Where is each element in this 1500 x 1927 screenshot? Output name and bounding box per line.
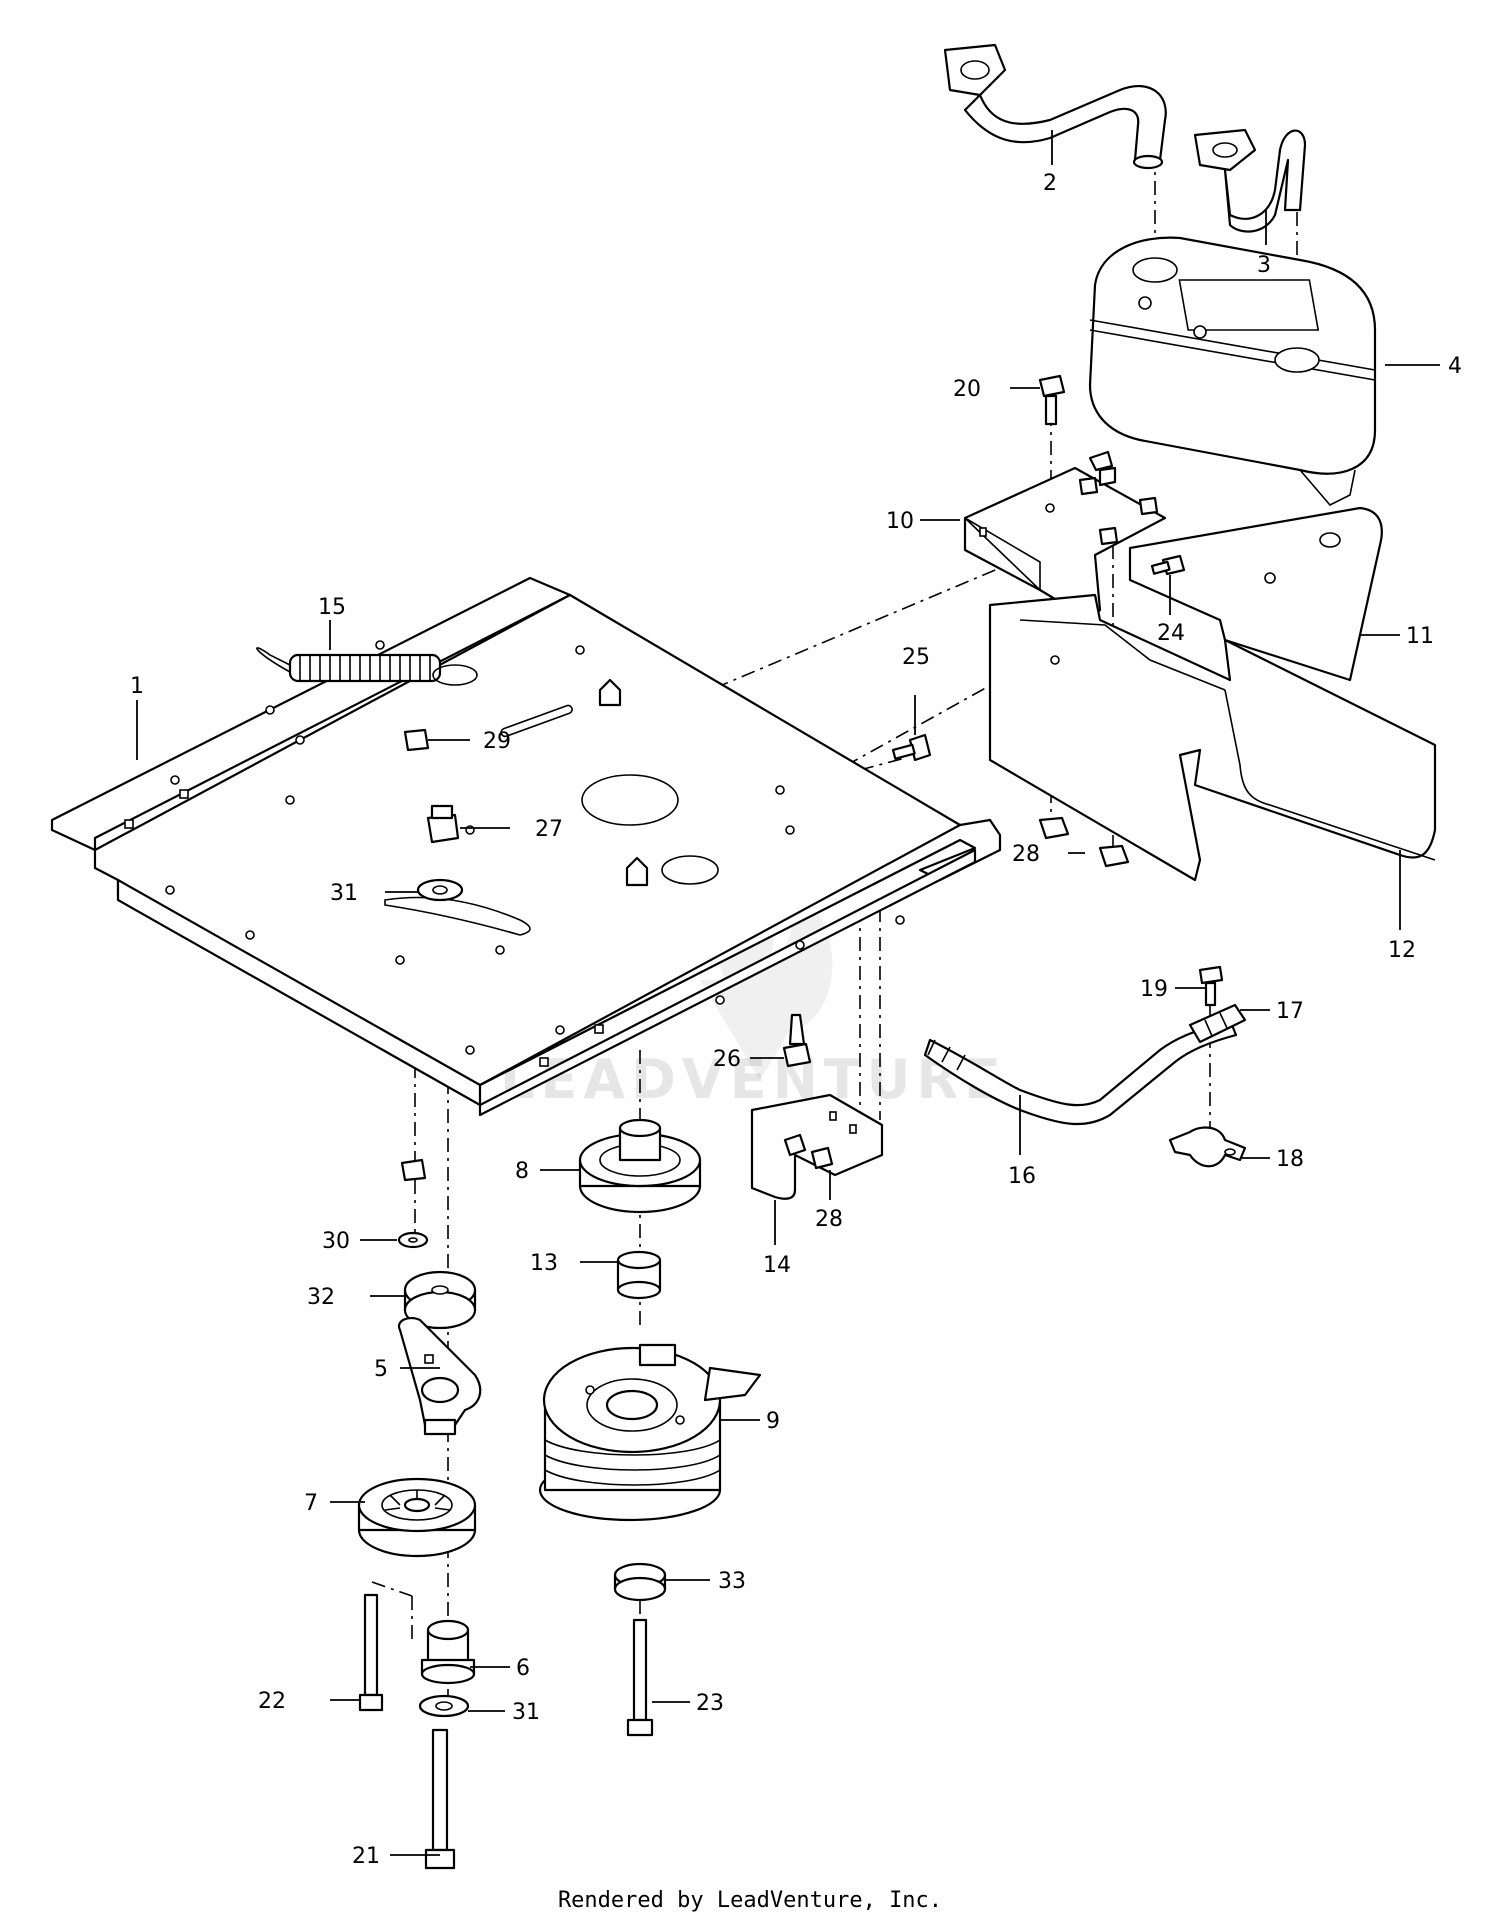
callout-14: 14 — [763, 1253, 791, 1278]
exhaust-pipe-right — [1193, 128, 1307, 233]
callout-33: 33 — [718, 1569, 746, 1594]
idler-pulley-7 — [357, 1477, 477, 1558]
callout-31-lower: 31 — [512, 1700, 540, 1725]
callout-20: 20 — [953, 377, 981, 402]
bolt-26 — [782, 1013, 812, 1068]
bolts-on-bracket — [1078, 450, 1159, 546]
footer-credit: Rendered by LeadVenture, Inc. — [557, 1888, 943, 1913]
callout-1: 1 — [130, 674, 144, 699]
leader-lines — [136, 130, 1440, 1856]
callout-11: 11 — [1406, 624, 1434, 649]
fitting-17 — [1188, 1003, 1247, 1044]
callout-24: 24 — [1157, 621, 1185, 646]
callout-17: 17 — [1276, 999, 1304, 1024]
callout-21: 21 — [352, 1844, 380, 1869]
callout-12: 12 — [1388, 938, 1416, 963]
mounting-plate — [50, 576, 1002, 1117]
callout-28-upper: 28 — [1012, 842, 1040, 867]
callout-9: 9 — [766, 1409, 780, 1434]
heat-shield-lower — [988, 593, 1437, 882]
tension-spring — [256, 647, 478, 686]
hose-16 — [923, 1018, 1238, 1126]
callout-16: 16 — [1008, 1164, 1036, 1189]
nut-29 — [403, 728, 430, 752]
washer-30 — [397, 1231, 429, 1249]
bolt-24 — [1150, 554, 1186, 576]
exhaust-pipe-left — [943, 43, 1167, 170]
callout-32: 32 — [307, 1285, 335, 1310]
washer-31-lower — [418, 1694, 470, 1718]
callout-3: 3 — [1257, 253, 1271, 278]
spacer-13 — [616, 1250, 662, 1300]
callout-30: 30 — [322, 1229, 350, 1254]
washer-31-upper — [416, 878, 464, 902]
callout-31-upper: 31 — [330, 881, 358, 906]
muffler — [1088, 236, 1377, 506]
callout-8: 8 — [515, 1159, 529, 1184]
spacer-32 — [403, 1270, 477, 1330]
callout-10: 10 — [886, 509, 914, 534]
callout-22: 22 — [258, 1689, 286, 1714]
clamp-18 — [1168, 1126, 1247, 1168]
nut-30 — [400, 1158, 427, 1182]
callout-6: 6 — [516, 1656, 530, 1681]
callout-28-lower: 28 — [815, 1207, 843, 1232]
callout-26: 26 — [713, 1047, 741, 1072]
idler-arm-5 — [397, 1316, 482, 1436]
locknut-27 — [426, 804, 460, 844]
nut-28-upper — [1038, 816, 1130, 868]
pulley-8 — [578, 1118, 702, 1214]
callout-labels: 1 2 3 4 5 6 7 8 9 10 11 12 13 14 15 16 1… — [130, 171, 1462, 1869]
callout-15: 15 — [318, 595, 346, 620]
bolt-25 — [891, 733, 932, 762]
bolt-23 — [626, 1618, 654, 1737]
callout-23: 23 — [696, 1691, 724, 1716]
callout-2: 2 — [1043, 171, 1057, 196]
electric-clutch — [538, 1343, 762, 1522]
callout-19: 19 — [1140, 977, 1168, 1002]
bolt-21 — [424, 1728, 456, 1870]
heat-shield-upper — [1128, 506, 1383, 682]
bolt-20 — [1038, 374, 1066, 426]
callout-7: 7 — [304, 1491, 318, 1516]
callout-4: 4 — [1448, 354, 1462, 379]
callout-27: 27 — [535, 817, 563, 842]
callout-29: 29 — [483, 729, 511, 754]
callout-13: 13 — [530, 1251, 558, 1276]
bolt-19 — [1198, 965, 1224, 1007]
washer-33 — [613, 1562, 667, 1602]
bushing-6 — [420, 1619, 476, 1685]
callout-25: 25 — [902, 645, 930, 670]
callout-18: 18 — [1276, 1147, 1304, 1172]
clutch-bracket — [750, 1093, 884, 1200]
callout-5: 5 — [374, 1357, 388, 1382]
bolt-22 — [358, 1593, 384, 1712]
